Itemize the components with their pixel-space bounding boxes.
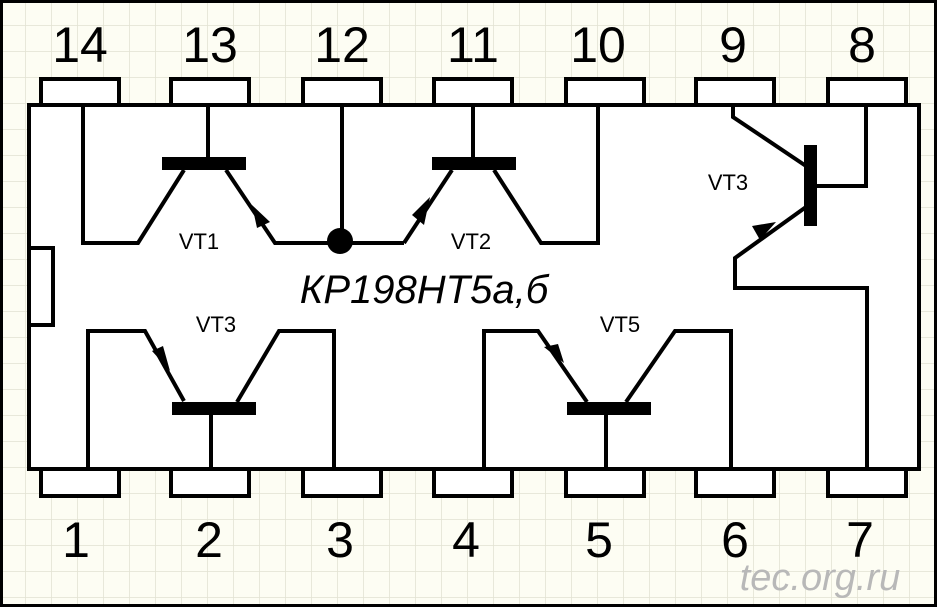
pin-2 <box>169 466 251 498</box>
pin-13 <box>169 77 251 107</box>
pin-14 <box>39 77 121 107</box>
transistor-vt3-right <box>731 107 869 469</box>
transistor-vt1 <box>81 107 404 245</box>
emitter-arrow-icon <box>752 222 776 240</box>
pin-9 <box>694 77 776 107</box>
pin-4 <box>432 466 514 498</box>
emitter-arrow-icon <box>544 344 564 363</box>
pin-12 <box>301 77 383 107</box>
emitter-arrow-icon <box>412 197 430 225</box>
base-bar <box>567 402 651 415</box>
pin-number-13: 13 <box>182 17 238 73</box>
pin-number-9: 9 <box>719 17 747 73</box>
pin-5 <box>564 466 646 498</box>
emitter-arrow-icon <box>252 205 270 228</box>
base-bar <box>432 157 516 170</box>
pin-number-3: 3 <box>326 512 354 568</box>
pin-7 <box>826 466 908 498</box>
label-vt3-right: VT3 <box>708 170 748 195</box>
emitter-arrow-icon <box>152 346 170 371</box>
pin-8 <box>826 77 908 107</box>
pin-number-1: 1 <box>62 512 90 568</box>
transistor-vt5 <box>482 329 733 469</box>
label-vt1: VT1 <box>179 229 219 254</box>
pin-number-6: 6 <box>721 512 749 568</box>
pin-number-2: 2 <box>195 512 223 568</box>
label-vt5: VT5 <box>600 312 640 337</box>
pin-3 <box>301 466 383 498</box>
pin-number-8: 8 <box>848 17 876 73</box>
pin-6 <box>694 466 776 498</box>
label-vt2: VT2 <box>451 229 491 254</box>
pin-number-7: 7 <box>846 512 874 568</box>
watermark: tec.org.ru <box>740 557 901 599</box>
orientation-notch <box>27 246 55 327</box>
pin-1 <box>39 466 121 498</box>
base-bar <box>172 402 256 415</box>
pin-number-12: 12 <box>314 17 370 73</box>
top-pins <box>39 77 908 107</box>
junction-dot <box>327 228 353 254</box>
pin-11 <box>432 77 514 107</box>
pin-10 <box>564 77 646 107</box>
label-vt3-bottom: VT3 <box>196 312 236 337</box>
chip-title: КР198НТ5а,б <box>300 268 550 312</box>
pin-number-5: 5 <box>585 512 613 568</box>
pin-number-10: 10 <box>570 17 626 73</box>
base-bar <box>162 157 246 170</box>
pin-number-4: 4 <box>452 512 480 568</box>
transistor-vt3-bottom <box>86 329 336 469</box>
pin-number-14: 14 <box>52 17 108 73</box>
transistor-vt2 <box>402 107 600 245</box>
pin-number-11: 11 <box>447 17 499 73</box>
